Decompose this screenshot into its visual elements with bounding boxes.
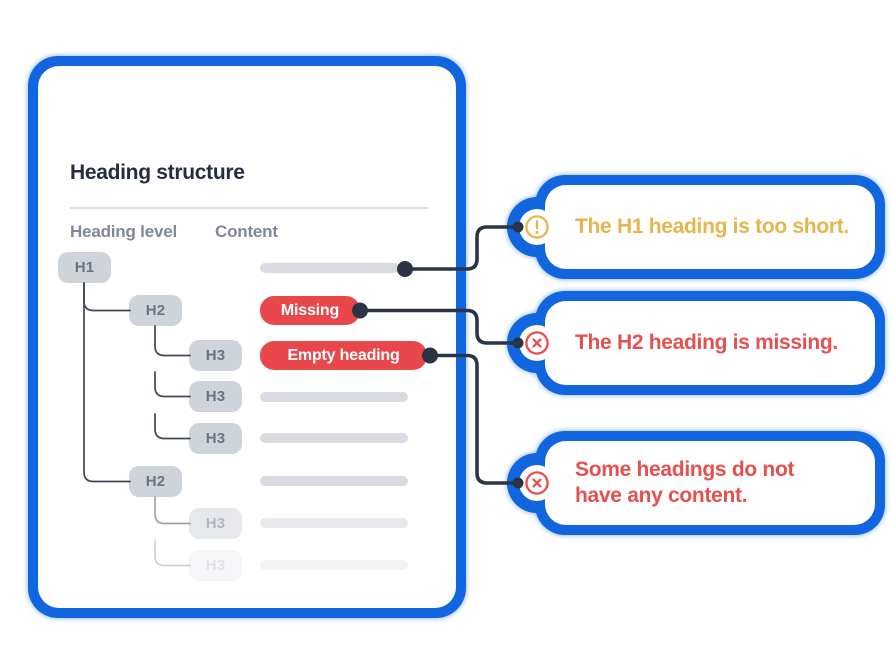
callout-message: Some headings do not have any content. xyxy=(575,458,795,507)
heading-badge-h3: H3 xyxy=(189,423,242,454)
content-placeholder-bar xyxy=(260,263,400,273)
x-circle-icon xyxy=(525,471,549,495)
callout-background xyxy=(545,441,875,525)
callout-message: The H2 heading is missing. xyxy=(575,331,838,355)
callout-background xyxy=(545,185,875,269)
heading-badge-h3: H3 xyxy=(189,381,242,412)
heading-badge-h3-faded: H3 xyxy=(189,550,242,581)
content-placeholder-bar xyxy=(260,560,408,570)
x-circle-icon xyxy=(525,331,549,355)
heading-structure-card: Heading structure Heading level Content … xyxy=(28,56,466,618)
column-header-heading-level: Heading level xyxy=(70,222,177,241)
heading-badge-h3-faded: H3 xyxy=(189,508,242,539)
callout-message: The H1 heading is too short. xyxy=(575,215,849,239)
callout-h1-too-short: The H1 heading is too short. xyxy=(507,175,885,279)
callout-h2-missing: The H2 heading is missing. xyxy=(507,291,885,395)
empty-heading-badge: Empty heading xyxy=(260,341,427,370)
page-title: Heading structure xyxy=(70,161,245,184)
heading-badge-h2: H2 xyxy=(129,295,182,326)
content-placeholder-bar xyxy=(260,392,408,402)
content-placeholder-bar xyxy=(260,433,408,443)
missing-heading-badge: Missing xyxy=(260,296,360,325)
header-divider xyxy=(70,207,428,209)
heading-badge-h2: H2 xyxy=(129,466,182,497)
content-placeholder-bar xyxy=(260,518,408,528)
callout-headings-no-content: Some headings do not have any content. xyxy=(507,431,885,535)
warning-circle-icon xyxy=(525,215,549,239)
column-header-content: Content xyxy=(215,222,278,241)
heading-badge-h3: H3 xyxy=(189,340,242,371)
content-placeholder-bar xyxy=(260,476,408,486)
heading-badge-h1: H1 xyxy=(58,252,111,283)
callout-background xyxy=(545,301,875,385)
